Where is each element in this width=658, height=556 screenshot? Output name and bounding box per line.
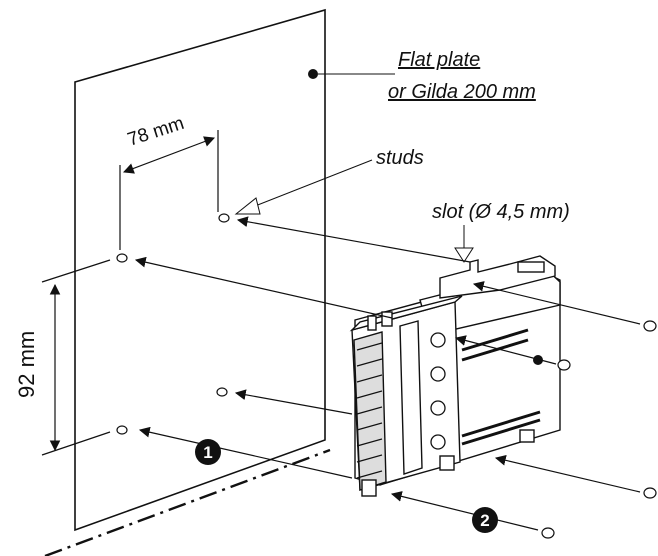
studs-label: studs — [376, 147, 424, 169]
step-marker-1: 1 — [195, 439, 221, 465]
step-marker-2: 2 — [472, 507, 498, 533]
height-dimension — [41, 259, 111, 456]
device-module — [349, 255, 561, 497]
screw-middle — [557, 359, 571, 371]
slot-label: slot (Ø 4,5 mm) — [432, 201, 570, 223]
plate-label-line2: or Gilda 200 mm — [388, 81, 536, 103]
studs-leader-head — [234, 197, 261, 215]
indicator-3 — [430, 400, 446, 416]
stud-top-right — [218, 213, 230, 223]
assembly-arrows — [134, 216, 641, 531]
device-screw-hole — [533, 355, 543, 365]
screw-bottom-right — [643, 487, 657, 499]
slot-leader-head — [454, 247, 474, 263]
plate-pointer-dot — [308, 69, 318, 79]
screws — [541, 320, 657, 539]
front-indicators — [430, 332, 446, 450]
step-number-2: 2 — [480, 511, 489, 530]
indicator-2 — [430, 366, 446, 382]
screw-top-right — [643, 320, 657, 332]
stud-top-left — [116, 253, 128, 263]
indicator-1 — [430, 332, 446, 348]
terminal-block — [356, 342, 383, 479]
axis-line — [44, 448, 331, 556]
step-number-1: 1 — [203, 443, 212, 462]
board-connectors — [461, 328, 541, 446]
width-dimension — [119, 130, 219, 250]
indicator-4 — [430, 434, 446, 450]
plate-label-line1: Flat plate — [398, 49, 480, 71]
screw-bottom — [541, 527, 555, 539]
studs — [116, 213, 230, 435]
stud-bottom-left — [116, 425, 128, 435]
height-dimension-label: 92 mm — [14, 331, 39, 398]
studs-leader — [249, 159, 373, 209]
stud-bottom-right — [216, 387, 228, 397]
